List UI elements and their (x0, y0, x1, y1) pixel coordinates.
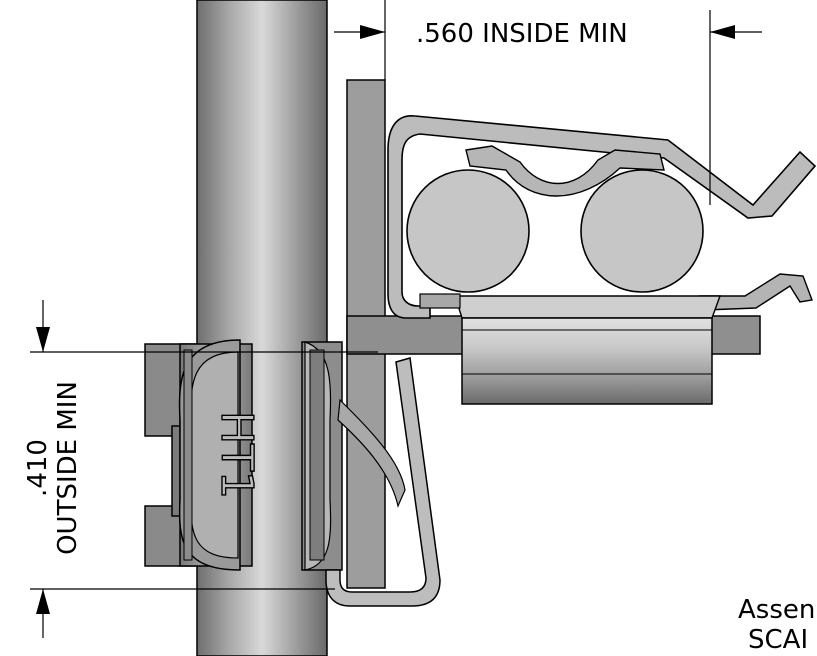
outside-dimension-label: OUTSIDE MIN (53, 381, 83, 555)
roll-left (406, 169, 530, 293)
part-marking: HT1 (211, 411, 262, 499)
sleeve (419, 293, 721, 405)
spring-lower-leg (325, 357, 441, 607)
dimension-outside: .410 OUTSIDE MIN (23, 300, 378, 638)
assembly-note-line2: SCAI (748, 625, 808, 655)
outside-dimension-value: .410 (23, 439, 53, 497)
spring-wire (387, 115, 817, 319)
spring-tail (699, 273, 813, 311)
ht1-clip (144, 339, 343, 571)
roll-right (580, 169, 704, 293)
inside-dimension-label: .560 INSIDE MIN (416, 19, 628, 49)
spring-inner-arc (337, 398, 406, 508)
dimension-inside: .560 INSIDE MIN (334, 0, 762, 205)
assembly-note-line1: Assen (738, 595, 815, 625)
spring-saddle (465, 145, 665, 197)
